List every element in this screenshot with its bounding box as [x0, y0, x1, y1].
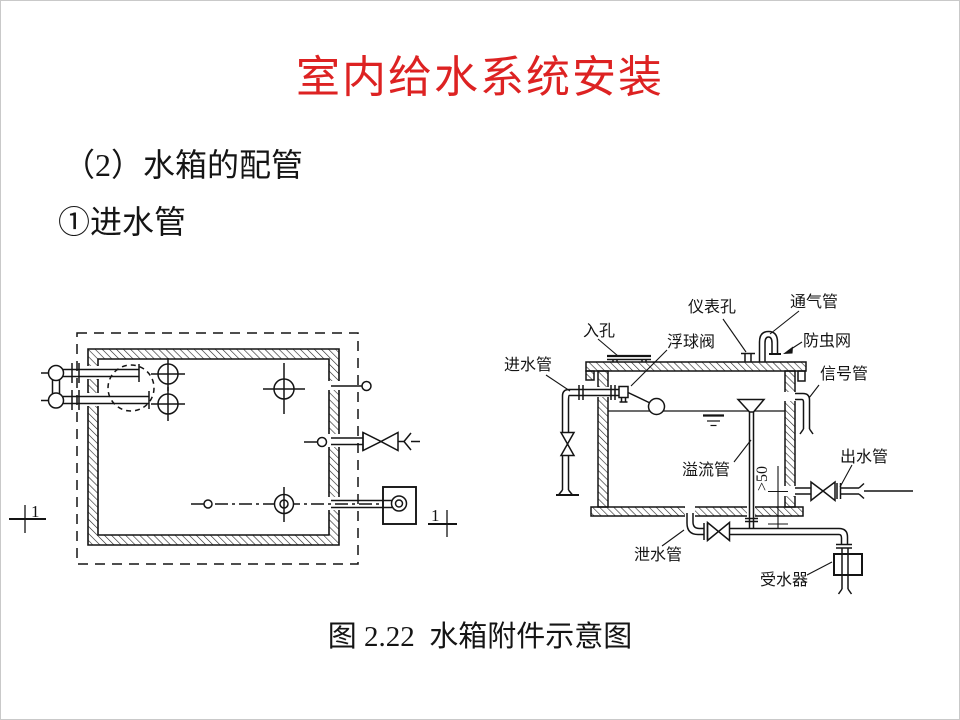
drain-pipe-assembly: [686, 513, 853, 595]
overflow-pipe-assembly: [736, 398, 766, 529]
tank-plan-view: 1 1: [9, 332, 457, 565]
float-valve-assembly: [618, 385, 666, 416]
water-level: [608, 410, 785, 427]
section-shell-pipe-gaps: [596, 387, 796, 518]
label-drain-pipe: 泄水管: [634, 546, 682, 564]
slide-title: 室内给水系统安装: [296, 53, 664, 102]
plan-drain-line: [191, 487, 392, 522]
label-overflow-pipe: 溢流管: [682, 461, 730, 479]
water-receiver-box: [833, 553, 863, 576]
inlet-pipe-assembly: [556, 385, 619, 496]
plan-receiver-box: [382, 486, 417, 525]
manhole-cover: [607, 354, 651, 363]
outlet-pipe-assembly: [795, 480, 913, 503]
signal-pipe: [795, 392, 814, 435]
tank-section-view: 进水管 入孔 浮球阀 仪表孔 通气管 防虫网 信号管 溢流管 出水管 泄水管 受…: [504, 293, 913, 595]
label-clearance-dimension: >50: [754, 466, 771, 491]
plan-section-markers: [9, 505, 457, 537]
label-insect-screen: 防虫网: [803, 332, 851, 350]
clearance-dimension-lines: [768, 466, 788, 528]
label-water-receiver: 受水器: [760, 571, 808, 589]
label-gauge-hole: 仪表孔: [688, 298, 736, 316]
gauge-hole-stub: [741, 352, 755, 362]
plan-riser-penetrations: [151, 358, 305, 421]
label-vent-pipe: 通气管: [790, 293, 838, 311]
section-marker-1-left: 1: [31, 502, 40, 521]
subtitle-pipe-arrangement: （2）水箱的配管: [63, 147, 304, 183]
subtitle-inlet-pipe: ①进水管: [58, 204, 187, 240]
section-tank-shell: [585, 361, 807, 517]
label-signal-pipe: 信号管: [820, 365, 868, 383]
section-marker-1-right: 1: [431, 506, 440, 525]
plan-tank-wall: [87, 348, 340, 546]
label-outlet-pipe: 出水管: [840, 448, 888, 466]
insect-screen-arrowhead: [783, 346, 793, 354]
plan-outlet-valve: [304, 431, 420, 452]
vent-gooseneck: [758, 330, 781, 362]
plan-manhole-dashed-circle: [107, 364, 155, 412]
label-leader-lines: [545, 310, 853, 576]
plan-dashed-boundary: [76, 332, 359, 565]
plan-wall-pipe-gaps: [86, 366, 341, 510]
plan-signal-pipe-stub: [331, 380, 372, 392]
label-inlet-pipe: 进水管: [504, 356, 552, 374]
label-manhole: 入孔: [583, 322, 615, 340]
plan-inlet-piping: [41, 363, 150, 410]
figure-caption: 图 2.22 水箱附件示意图: [327, 621, 633, 653]
label-float-valve: 浮球阀: [667, 333, 715, 351]
